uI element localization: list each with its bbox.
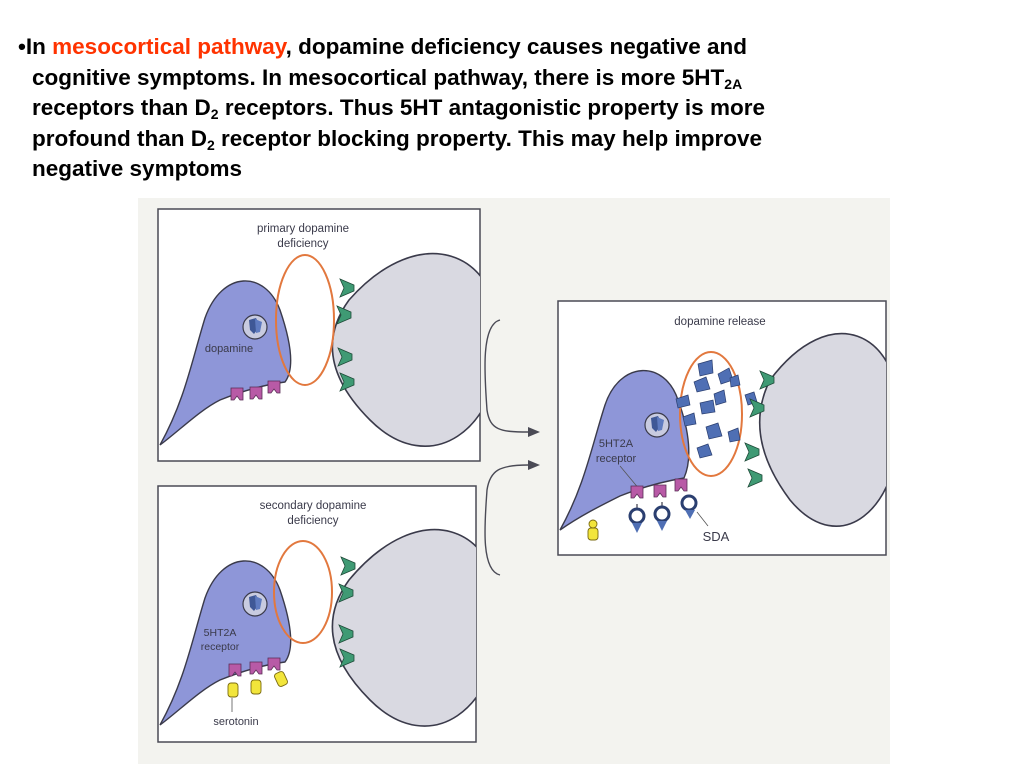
receptor-label-1: 5HT2A xyxy=(599,438,634,450)
serotonin-molecules xyxy=(227,671,288,698)
synaptic-cleft xyxy=(273,540,333,644)
sda-pointer xyxy=(696,511,709,527)
postsynaptic-neuron xyxy=(331,528,476,727)
text-line-5: negative symptoms xyxy=(32,156,243,181)
panel-primary: primary dopamine deficiency dopamine xyxy=(157,208,481,462)
receptor-label-2: receptor xyxy=(596,453,637,465)
bullet-mark: • xyxy=(18,34,26,59)
connector-arrows xyxy=(484,319,529,576)
text-line-2-main: cognitive symptoms. In mesocortical path… xyxy=(32,64,725,90)
panel-secondary-title-1: secondary dopamine xyxy=(260,500,367,512)
text-line-2: cognitive symptoms. In mesocortical path… xyxy=(18,63,1008,94)
text-line-3: receptors than D2 receptors. Thus 5HT an… xyxy=(18,93,1008,124)
panel-secondary: secondary dopamine deficiency 5HT2A rece… xyxy=(157,485,477,743)
bullet-text: •In mesocortical pathway, dopamine defic… xyxy=(18,32,1008,185)
arrow-from-secondary xyxy=(484,464,529,576)
dopamine-vesicle xyxy=(242,314,268,340)
arrow-from-primary xyxy=(484,319,529,433)
highlight-term: mesocortical pathway xyxy=(52,34,286,59)
text-line-3-a: receptors than D xyxy=(32,95,211,120)
serotonin-molecule xyxy=(587,519,599,541)
serotonin-label: serotonin xyxy=(213,716,258,728)
panel-release-title: dopamine release xyxy=(674,316,765,328)
panel-primary-title-2: deficiency xyxy=(277,238,328,250)
arrow-heads xyxy=(528,427,540,470)
sda-label: SDA xyxy=(703,529,730,544)
text-line-3-b: receptors. Thus 5HT antagonistic propert… xyxy=(218,95,765,120)
text-line-4-b: receptor blocking property. This may hel… xyxy=(214,125,762,151)
postsynaptic-neuron xyxy=(331,252,480,447)
panel-primary-title-1: primary dopamine xyxy=(257,223,349,235)
text-in: In xyxy=(25,34,46,59)
text-line-1: •In mesocortical pathway, dopamine defic… xyxy=(18,32,1008,63)
receptor-label-1: 5HT2A xyxy=(204,627,237,639)
subscript-2: 2 xyxy=(210,106,219,122)
sda-antagonists xyxy=(628,494,698,533)
text-line-4-a: profound than D xyxy=(32,125,207,151)
subscript-2a: 2A xyxy=(724,75,743,92)
subscript-2: 2 xyxy=(206,136,215,153)
postsynaptic-neuron xyxy=(758,332,886,527)
synaptic-cleft xyxy=(679,351,743,477)
text-line-1-rest: , dopamine deficiency causes negative an… xyxy=(285,34,747,59)
panel-release: dopamine release 5HT2A receptor xyxy=(557,300,887,556)
synaptic-cleft xyxy=(275,254,335,386)
receptor-label-2: receptor xyxy=(201,641,240,653)
dopamine-vesicle xyxy=(644,412,670,438)
dopamine-vesicle xyxy=(242,591,268,617)
panel-secondary-title-2: deficiency xyxy=(287,515,338,527)
vesicle-label: dopamine xyxy=(205,343,253,355)
text-line-4: profound than D2 receptor blocking prope… xyxy=(18,124,1008,155)
